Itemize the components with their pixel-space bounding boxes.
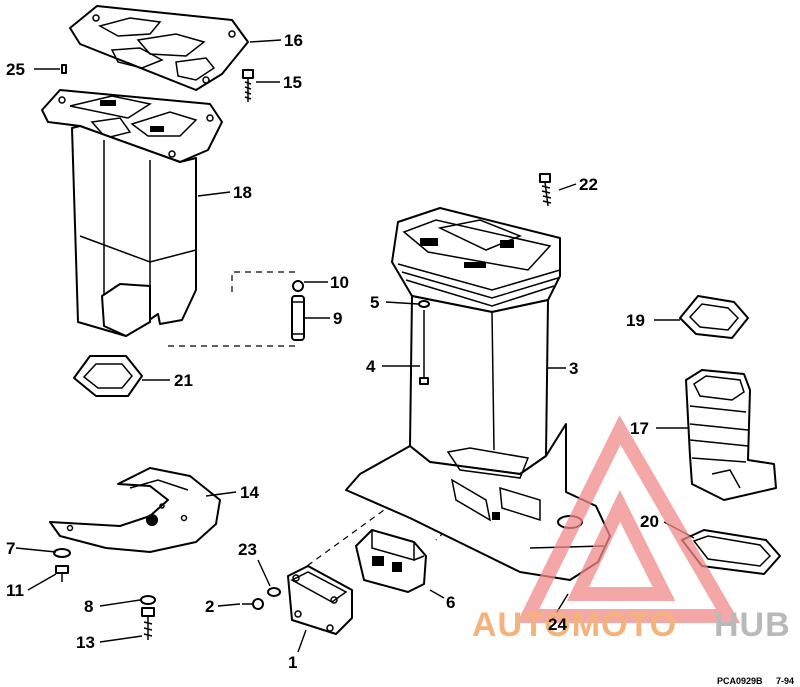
callout-24: 24 [548, 615, 567, 634]
callout-6: 6 [446, 593, 455, 612]
callout-20: 20 [640, 512, 659, 531]
drawing-code: PCA0929B [717, 676, 763, 686]
callout-15: 15 [283, 73, 302, 92]
callout-4: 4 [366, 357, 376, 376]
part-19-seal [679, 295, 749, 339]
part-13-bolt [141, 607, 155, 640]
part-5-washer [418, 300, 430, 308]
callout-13: 13 [76, 633, 95, 652]
part-3-driveshaft-housing [345, 207, 611, 581]
callout-17: 17 [630, 419, 649, 438]
callout-19: 19 [626, 311, 645, 330]
part-18-exhaust-adaptor [41, 89, 223, 337]
watermark-text-automoto: AUTOMOTO [472, 606, 677, 644]
callout-8: 8 [84, 597, 93, 616]
part-1-cover-plate [287, 565, 353, 635]
callout-7: 7 [6, 539, 15, 558]
callout-11: 11 [6, 581, 24, 600]
part-14-splash-plate [49, 467, 221, 553]
callout-10: 10 [330, 273, 349, 292]
part-17-exhaust-seal [685, 369, 777, 501]
part-8-washer [140, 595, 156, 605]
callout-25: 25 [6, 60, 25, 79]
callout-23: 23 [238, 540, 257, 559]
callout-16: 16 [284, 31, 303, 50]
callout-5: 5 [370, 293, 379, 312]
callout-3: 3 [569, 359, 578, 378]
callout-9: 9 [333, 309, 342, 328]
leader-lines [15, 39, 695, 653]
part-20-gasket [681, 529, 781, 575]
part-6-mount-block [355, 529, 427, 593]
callout-21: 21 [174, 371, 193, 390]
watermark-text-hub: HUB [714, 606, 791, 644]
part-7-washer [53, 548, 71, 558]
callout-2: 2 [205, 597, 214, 616]
part-4-long-screw [419, 310, 429, 385]
part-11-screw [55, 565, 69, 582]
callout-labels: 16 25 15 18 22 10 9 5 4 3 19 17 21 14 20… [6, 31, 794, 686]
callout-1: 1 [288, 653, 297, 672]
part-23-washer [267, 587, 281, 597]
part-21-gasket [73, 355, 143, 397]
part-9-water-tube [291, 295, 305, 341]
callout-18: 18 [233, 183, 252, 202]
part-10-plug [292, 280, 304, 292]
part-16-gasket [69, 5, 249, 91]
callout-14: 14 [240, 483, 259, 502]
callout-22: 22 [579, 175, 598, 194]
part-2-screw [242, 598, 264, 610]
part-25-dowel-pin [61, 64, 67, 74]
part-15-bolt [242, 69, 254, 102]
part-22-bolt [539, 173, 552, 207]
date-code: 7-94 [776, 676, 794, 686]
automotohub-watermark: AUTOMOTO HUB [472, 415, 791, 644]
